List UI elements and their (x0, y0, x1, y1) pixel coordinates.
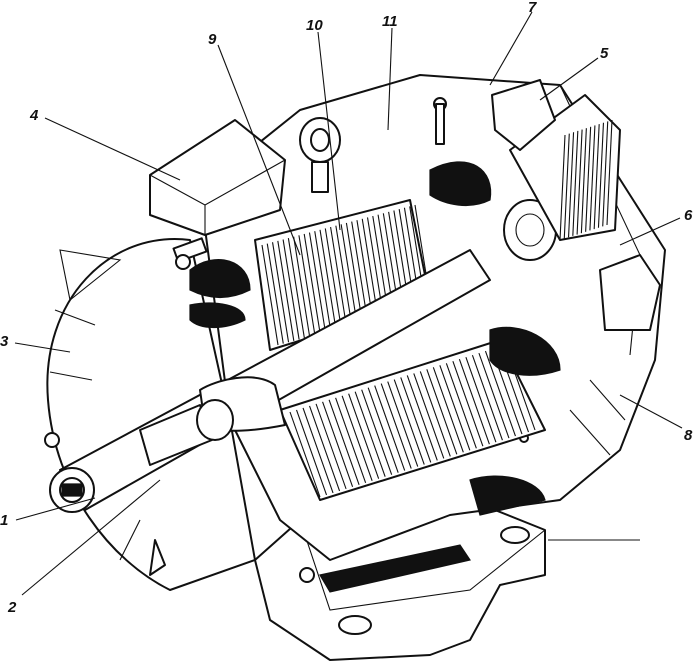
stator-winding (189, 161, 561, 516)
callout-8: 8 (684, 427, 693, 444)
hatch-line (341, 395, 373, 481)
hatch-line (303, 233, 321, 335)
callout-11: 11 (382, 13, 398, 30)
hatch-line (330, 226, 348, 328)
hatch-line (293, 236, 311, 337)
hatch-line (282, 239, 300, 340)
hatch-line (277, 240, 295, 341)
hatch-line (367, 387, 399, 473)
hatch-line (478, 352, 510, 439)
callout-9: 9 (208, 31, 217, 48)
callout-leaders (14, 11, 683, 596)
callout-4: 4 (29, 107, 39, 124)
hatch-line (328, 399, 360, 486)
hatch-line (419, 371, 451, 457)
hatch-line (432, 367, 464, 453)
hatch-line (563, 133, 570, 239)
hatch-line (567, 132, 575, 238)
hatch-line (322, 401, 354, 488)
hatch-line (374, 385, 406, 471)
callout-labels: 1 2 3 4 5 6 7 8 9 10 11 (0, 0, 693, 616)
hatch-line (345, 222, 363, 324)
hatch-line (298, 235, 316, 336)
leader-10 (317, 31, 341, 231)
callout-3: 3 (0, 333, 9, 350)
leader-1 (15, 497, 96, 521)
hatch-line (324, 228, 342, 329)
hatch-line (309, 405, 341, 492)
terminal-box (149, 119, 286, 263)
hatch-line (319, 229, 337, 330)
hatch-line (348, 393, 380, 479)
hatch-line (314, 231, 332, 332)
rotor-core (279, 339, 546, 501)
callout-10: 10 (306, 17, 323, 34)
hatch-line (426, 369, 458, 455)
hatch-line (340, 224, 358, 325)
hatch-line (308, 232, 327, 333)
hatch-line (445, 363, 477, 449)
hatch-line (597, 122, 605, 228)
hatch-line (380, 383, 412, 469)
hatch-line (351, 221, 369, 322)
lifting-eye (299, 117, 341, 193)
hatch-line (387, 381, 419, 467)
hatch-line (302, 407, 334, 494)
leader-7 (489, 11, 533, 86)
hatch-line (439, 365, 471, 451)
hatch-line (484, 350, 516, 437)
hatch-line (295, 409, 328, 496)
hatch-line (400, 377, 432, 463)
hatch-line (606, 119, 613, 226)
hatch-line (287, 238, 305, 339)
hatch-line (315, 403, 347, 490)
hatch-line (576, 129, 583, 235)
hatch-line (272, 242, 290, 343)
leader-2 (21, 479, 161, 596)
hatch-line (593, 124, 600, 230)
hatch-line (413, 373, 445, 459)
hatch-line (406, 375, 438, 461)
hatch-line (602, 121, 609, 227)
hatch-line (452, 361, 484, 447)
hatch-line (465, 356, 497, 443)
leader-3 (14, 342, 71, 353)
hatch-line (261, 244, 279, 346)
hatch-line (580, 128, 587, 234)
hatch-line (572, 130, 579, 236)
callout-1: 1 (0, 512, 8, 529)
callout-2: 2 (7, 599, 17, 616)
hatch-line (585, 126, 592, 232)
callout-7: 7 (528, 0, 537, 16)
leader-9 (217, 44, 301, 256)
fan (491, 79, 661, 331)
motor-illustration (44, 74, 666, 661)
hatch-line (361, 389, 393, 475)
leader-4 (44, 117, 181, 181)
bearing-housing (196, 199, 557, 441)
leader-8 (619, 394, 683, 429)
hatch-line (471, 354, 503, 441)
leader-5 (539, 57, 599, 101)
leader-11 (387, 27, 393, 131)
hatch-line (559, 134, 566, 241)
hatch-line (266, 243, 284, 344)
leader-6 (619, 217, 681, 246)
callout-5: 5 (600, 45, 609, 62)
hatch-line (335, 397, 367, 483)
hatch-line (458, 359, 490, 445)
hatch-line (289, 411, 321, 498)
hatch-line (589, 125, 596, 231)
hatch-line (354, 391, 386, 477)
bolts (175, 97, 447, 583)
callout-6: 6 (684, 207, 693, 224)
hatch-line (393, 379, 425, 465)
hatch-line (335, 225, 353, 326)
